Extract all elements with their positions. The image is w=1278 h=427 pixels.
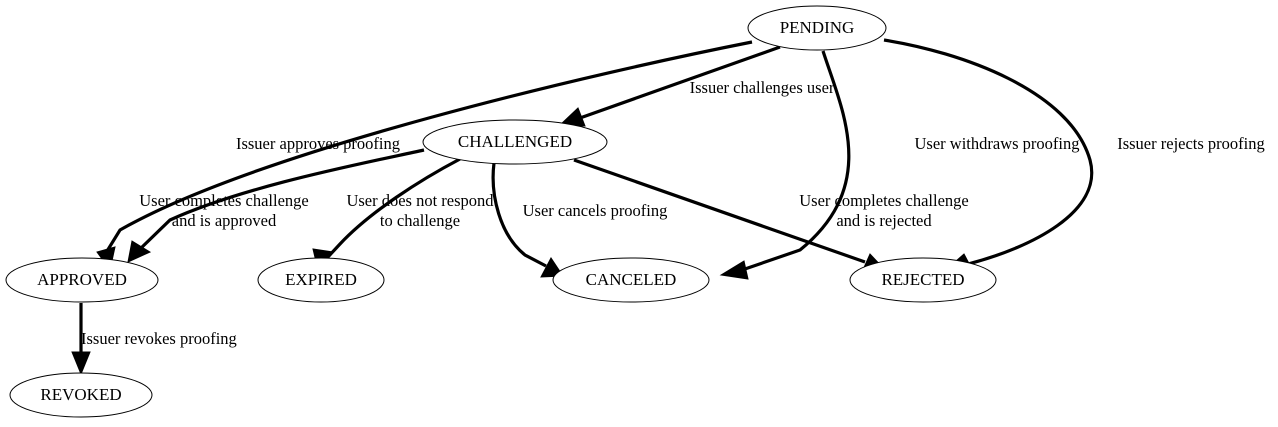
node-approved[interactable]: APPROVED [5, 257, 159, 303]
edge-label-user-does-not-respond: User does not respond to challenge [346, 191, 494, 230]
node-challenged-label: CHALLENGED [458, 132, 572, 151]
edge-approved-to-revoked [71, 303, 91, 376]
node-expired-label: EXPIRED [285, 270, 357, 289]
node-pending-ellipse[interactable] [747, 5, 887, 51]
svg-text:User completes challenge: User completes challenge [139, 191, 309, 210]
node-rejected-ellipse[interactable] [849, 257, 997, 303]
svg-text:User completes challenge: User completes challenge [799, 191, 969, 210]
edge-label-issuer-rejects-proofing: Issuer rejects proofing [1117, 134, 1265, 153]
svg-text:and is approved: and is approved [172, 211, 277, 230]
edge-label-user-cancels-proofing: User cancels proofing [523, 201, 668, 220]
edge-label-issuer-challenges-user: Issuer challenges user [690, 78, 835, 97]
node-canceled[interactable]: CANCELED [552, 257, 710, 303]
edge-challenged-to-canceled [491, 162, 564, 278]
node-pending[interactable]: PENDING [747, 5, 887, 51]
node-expired-ellipse[interactable] [257, 257, 385, 303]
edge-challenged-to-approved [127, 148, 425, 263]
node-pending-label: PENDING [780, 18, 855, 37]
node-approved-label: APPROVED [37, 270, 127, 289]
edge-label-issuer-revokes-proofing: Issuer revokes proofing [81, 329, 237, 348]
node-challenged-ellipse[interactable] [422, 119, 608, 165]
edge-pending-to-canceled [719, 50, 851, 280]
svg-text:and is rejected: and is rejected [836, 211, 932, 230]
node-approved-ellipse[interactable] [5, 257, 159, 303]
edge-pending-to-approved [96, 40, 753, 272]
edge-label-user-withdraws-proofing: User withdraws proofing [915, 134, 1080, 153]
svg-text:to challenge: to challenge [380, 211, 460, 230]
edge-pending-to-rejected [883, 38, 1094, 272]
node-revoked[interactable]: REVOKED [9, 372, 153, 418]
node-rejected-label: REJECTED [881, 270, 964, 289]
node-revoked-ellipse[interactable] [9, 372, 153, 418]
node-canceled-label: CANCELED [586, 270, 677, 289]
node-revoked-label: REVOKED [40, 385, 121, 404]
node-expired[interactable]: EXPIRED [257, 257, 385, 303]
edge-label-issuer-approves-proofing: Issuer approves proofing [236, 134, 400, 153]
node-challenged[interactable]: CHALLENGED [422, 119, 608, 165]
edge-label-user-completes-challenge-rejected: User completes challenge and is rejected [799, 191, 969, 230]
svg-text:User does not respond: User does not respond [346, 191, 494, 210]
edge-label-user-completes-challenge-approved: User completes challenge and is approved [139, 191, 309, 230]
node-canceled-ellipse[interactable] [552, 257, 710, 303]
node-rejected[interactable]: REJECTED [849, 257, 997, 303]
